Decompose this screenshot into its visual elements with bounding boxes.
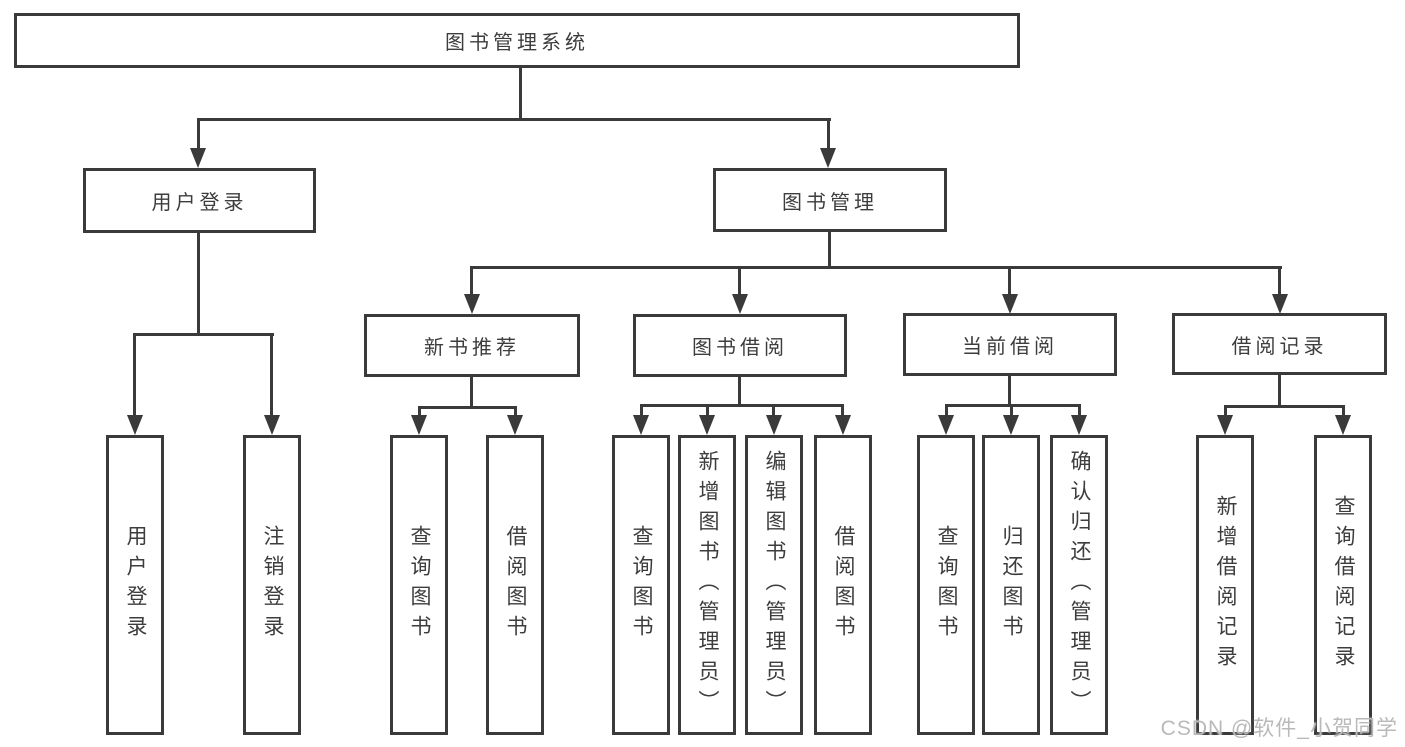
arrowhead-confirm-return [1071,415,1087,435]
connector-bookbranch-vertical [828,232,831,269]
connector-stem-user-login [197,118,200,150]
arrowhead-return-book [1003,415,1019,435]
connector-stem-book-mgmt [827,118,830,150]
node-book-borrowing: 图书借阅 [633,314,847,377]
node-add-book-admin: 新增图书（管理员） [678,435,736,735]
arrowhead-new-books [464,294,480,314]
connector-stem-query-record [1342,405,1345,417]
connector-stem-add-record [1224,405,1227,417]
connector-stem-current-borrow [1008,266,1011,296]
node-book-management-branch: 图书管理 [713,168,947,232]
connector-stem-query-books-3 [945,404,948,417]
node-logout-leaf: 注销登录 [243,435,301,735]
connector-userbranch-vertical [197,233,200,336]
arrowhead-borrow-books-1 [507,415,523,435]
node-borrow-books-recommend: 借阅图书 [486,435,544,735]
connector-stem-query-books-2 [640,404,643,417]
node-query-books-recommend: 查询图书 [390,435,448,735]
connector-stem-new-books [470,266,473,296]
node-query-borrow-record: 查询借阅记录 [1314,435,1372,735]
connector-borrowsec-vertical [738,377,741,407]
connector-stem-book-borrow [738,266,741,296]
node-query-books-currentsec: 查询图书 [917,435,975,735]
arrowhead-borrow-books-2 [835,415,851,435]
connector-sections-horizontal [470,266,1282,269]
connector-stem-logout-leaf [270,333,273,415]
connector-stem-query-books-1 [418,406,421,417]
node-query-books-borrowsec: 查询图书 [612,435,670,735]
node-return-book: 归还图书 [982,435,1040,735]
arrowhead-logout-leaf [264,415,280,435]
connector-stem-borrow-books-2 [841,404,844,417]
arrowhead-query-books-3 [938,415,954,435]
connector-root-vertical [519,67,522,121]
connector-currentsec-vertical [1008,375,1011,407]
arrowhead-query-books-1 [411,415,427,435]
connector-stem-borrow-books-1 [514,406,517,417]
node-confirm-return-admin: 确认归还（管理员） [1050,435,1108,735]
arrowhead-book-borrow [732,294,748,314]
arrowhead-borrow-records [1272,294,1288,314]
arrowhead-query-record [1335,415,1351,435]
arrowhead-edit-book [766,415,782,435]
connector-stem-borrow-records [1278,266,1281,296]
connector-currentsec-horizontal [945,404,1081,407]
connector-stem-confirm-return [1078,404,1081,417]
connector-level2-horizontal [197,118,831,121]
arrowhead-add-record [1217,415,1233,435]
connector-recordsec-horizontal [1224,405,1345,408]
node-borrowing-records: 借阅记录 [1172,313,1387,375]
node-borrow-books-borrowsec: 借阅图书 [814,435,872,735]
connector-recommend-vertical [470,377,473,408]
node-root-system: 图书管理系统 [14,13,1020,68]
connector-stem-edit-book [772,404,775,417]
arrowhead-user-login [190,148,206,168]
connector-recommend-horizontal [418,406,517,409]
node-add-borrow-record: 新增借阅记录 [1196,435,1254,735]
connector-stem-add-book [706,404,709,417]
connector-recordsec-vertical [1278,375,1281,408]
arrowhead-book-mgmt [820,148,836,168]
connector-userbranch-horizontal [133,333,274,336]
node-current-borrowing: 当前借阅 [903,313,1117,376]
arrowhead-current-borrow [1002,294,1018,314]
csdn-watermark: CSDN @软件_小贺同学 [1160,717,1398,740]
node-new-book-recommend: 新书推荐 [364,314,580,377]
node-user-login-branch: 用户登录 [83,168,316,233]
node-user-login-leaf: 用户登录 [106,435,164,735]
connector-stem-return-book [1010,404,1013,417]
node-edit-book-admin: 编辑图书（管理员） [745,435,803,735]
arrowhead-query-books-2 [633,415,649,435]
arrowhead-add-book [699,415,715,435]
connector-stem-user-login-leaf [133,333,136,415]
arrowhead-user-login-leaf [127,415,143,435]
connector-borrowsec-horizontal [640,404,844,407]
